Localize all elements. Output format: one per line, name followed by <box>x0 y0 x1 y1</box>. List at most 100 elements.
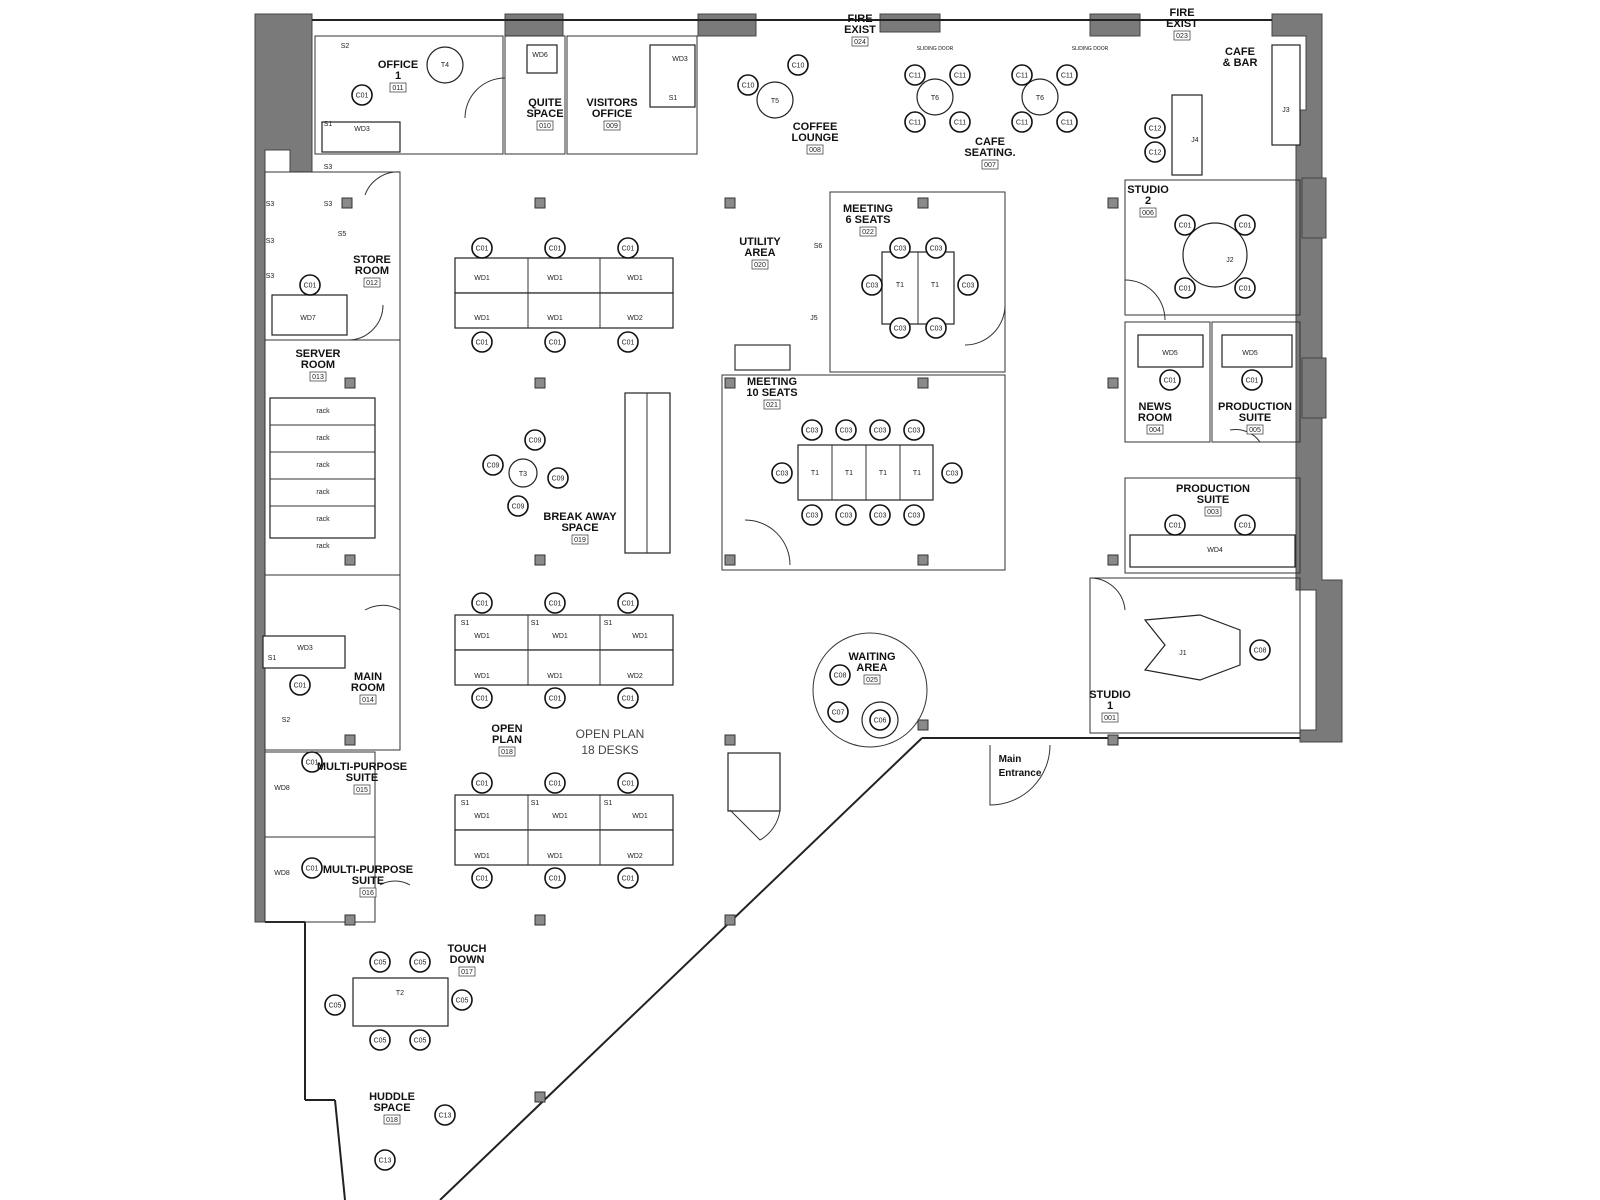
furniture-code: WD6 <box>532 52 548 59</box>
chair-seat <box>1241 369 1263 391</box>
chair: C11 <box>904 64 926 86</box>
room-code-box <box>458 966 476 977</box>
room-code-box <box>763 399 781 410</box>
room-label-cafe-bar: CAFE& BAR <box>1223 46 1258 69</box>
chair-seat <box>949 111 971 133</box>
room-label-line: & BAR <box>1223 57 1258 69</box>
chair-code: C08 <box>1254 648 1267 655</box>
furniture-code: S5 <box>338 231 347 238</box>
room-code: 011 <box>392 85 403 92</box>
chair-seat <box>617 772 639 794</box>
furniture-code: rack <box>316 435 330 442</box>
chair-code: C10 <box>792 63 805 70</box>
chair-seat <box>374 1149 396 1171</box>
room-label-line: ROOM <box>301 359 335 371</box>
chair-code: C03 <box>908 513 921 520</box>
room-label-line: STUDIO <box>1127 184 1169 196</box>
furniture-code: WD3 <box>354 126 370 133</box>
chair: C01 <box>617 237 639 259</box>
room-code: 003 <box>1207 509 1219 516</box>
furniture-code: WD1 <box>632 813 648 820</box>
chair-seat <box>801 419 823 441</box>
room-label-line: MULTI-PURPOSE <box>323 864 413 876</box>
room-code: 016 <box>362 890 374 897</box>
chair-code: C01 <box>294 683 307 690</box>
chair: C09 <box>547 467 569 489</box>
chair-code: C11 <box>1061 120 1073 127</box>
furniture-code: WD1 <box>474 633 490 640</box>
chair-code: C11 <box>909 73 921 80</box>
chair-code: C09 <box>529 438 542 445</box>
chair: C05 <box>451 989 473 1011</box>
room-label-line: 1 <box>1107 700 1113 712</box>
chair-code: C03 <box>874 428 887 435</box>
chair: C05 <box>409 951 431 973</box>
chair-code: C01 <box>476 876 489 883</box>
chair-seat <box>1249 639 1271 661</box>
room-label-line: SUITE <box>352 875 384 887</box>
room-label-line: MEETING <box>747 376 797 388</box>
room-code-box <box>751 259 769 270</box>
chair: C05 <box>324 994 346 1016</box>
furniture-code: WD1 <box>627 275 643 282</box>
chair: C01 <box>544 867 566 889</box>
chair: C03 <box>889 237 911 259</box>
furniture-code: T1 <box>811 470 819 477</box>
chair-seat <box>1174 277 1196 299</box>
chair-seat <box>787 54 809 76</box>
chair: C01 <box>471 772 493 794</box>
chair: C01 <box>544 237 566 259</box>
chair-seat <box>324 994 346 1016</box>
room-label-line: FIRE <box>1169 7 1194 19</box>
chair-code: C01 <box>622 340 635 347</box>
room-label-line: EXIST <box>844 24 876 36</box>
chair-code: C03 <box>776 471 789 478</box>
room-label-line: PRODUCTION <box>1218 401 1292 413</box>
room-code-box <box>498 746 516 757</box>
open-plan-note-line2: 18 DESKS <box>581 743 638 757</box>
room-label-line: DOWN <box>450 954 485 966</box>
chair-code: C01 <box>1239 223 1252 230</box>
sliding-door-label-1: SLIDING DOOR <box>917 46 954 52</box>
chair: C11 <box>1056 111 1078 133</box>
doors <box>347 77 1261 886</box>
chair-seat <box>903 419 925 441</box>
chair-seat <box>524 429 546 451</box>
room-label-line: 2 <box>1145 195 1151 207</box>
chair-seat <box>482 454 504 476</box>
chair-seat <box>1164 514 1186 536</box>
furniture-code: rack <box>316 462 330 469</box>
chair-code: C01 <box>1179 286 1192 293</box>
furniture-code: J4 <box>1191 137 1199 144</box>
chair: C01 <box>301 857 323 879</box>
chair-seat <box>737 74 759 96</box>
chair-seat <box>471 687 493 709</box>
chair-code: C01 <box>306 866 319 873</box>
room-code-box <box>859 226 877 237</box>
furniture-code: T1 <box>896 282 904 289</box>
room-code: 004 <box>1149 427 1161 434</box>
chair-code: C01 <box>476 696 489 703</box>
furniture-code: T1 <box>845 470 853 477</box>
chair-seat <box>289 674 311 696</box>
room-code-box <box>806 144 824 155</box>
furniture-code: S1 <box>604 620 613 627</box>
chair-seat <box>827 701 849 723</box>
chair: C11 <box>949 64 971 86</box>
chair: C03 <box>941 462 963 484</box>
furniture-code: WD8 <box>274 785 290 792</box>
chair: C05 <box>369 951 391 973</box>
furniture-code: S1 <box>531 620 540 627</box>
server-racks <box>269 397 376 539</box>
sliding-door-label-2: SLIDING DOOR <box>1072 46 1109 52</box>
furniture-code: WD1 <box>552 813 568 820</box>
chair: C01 <box>544 592 566 614</box>
